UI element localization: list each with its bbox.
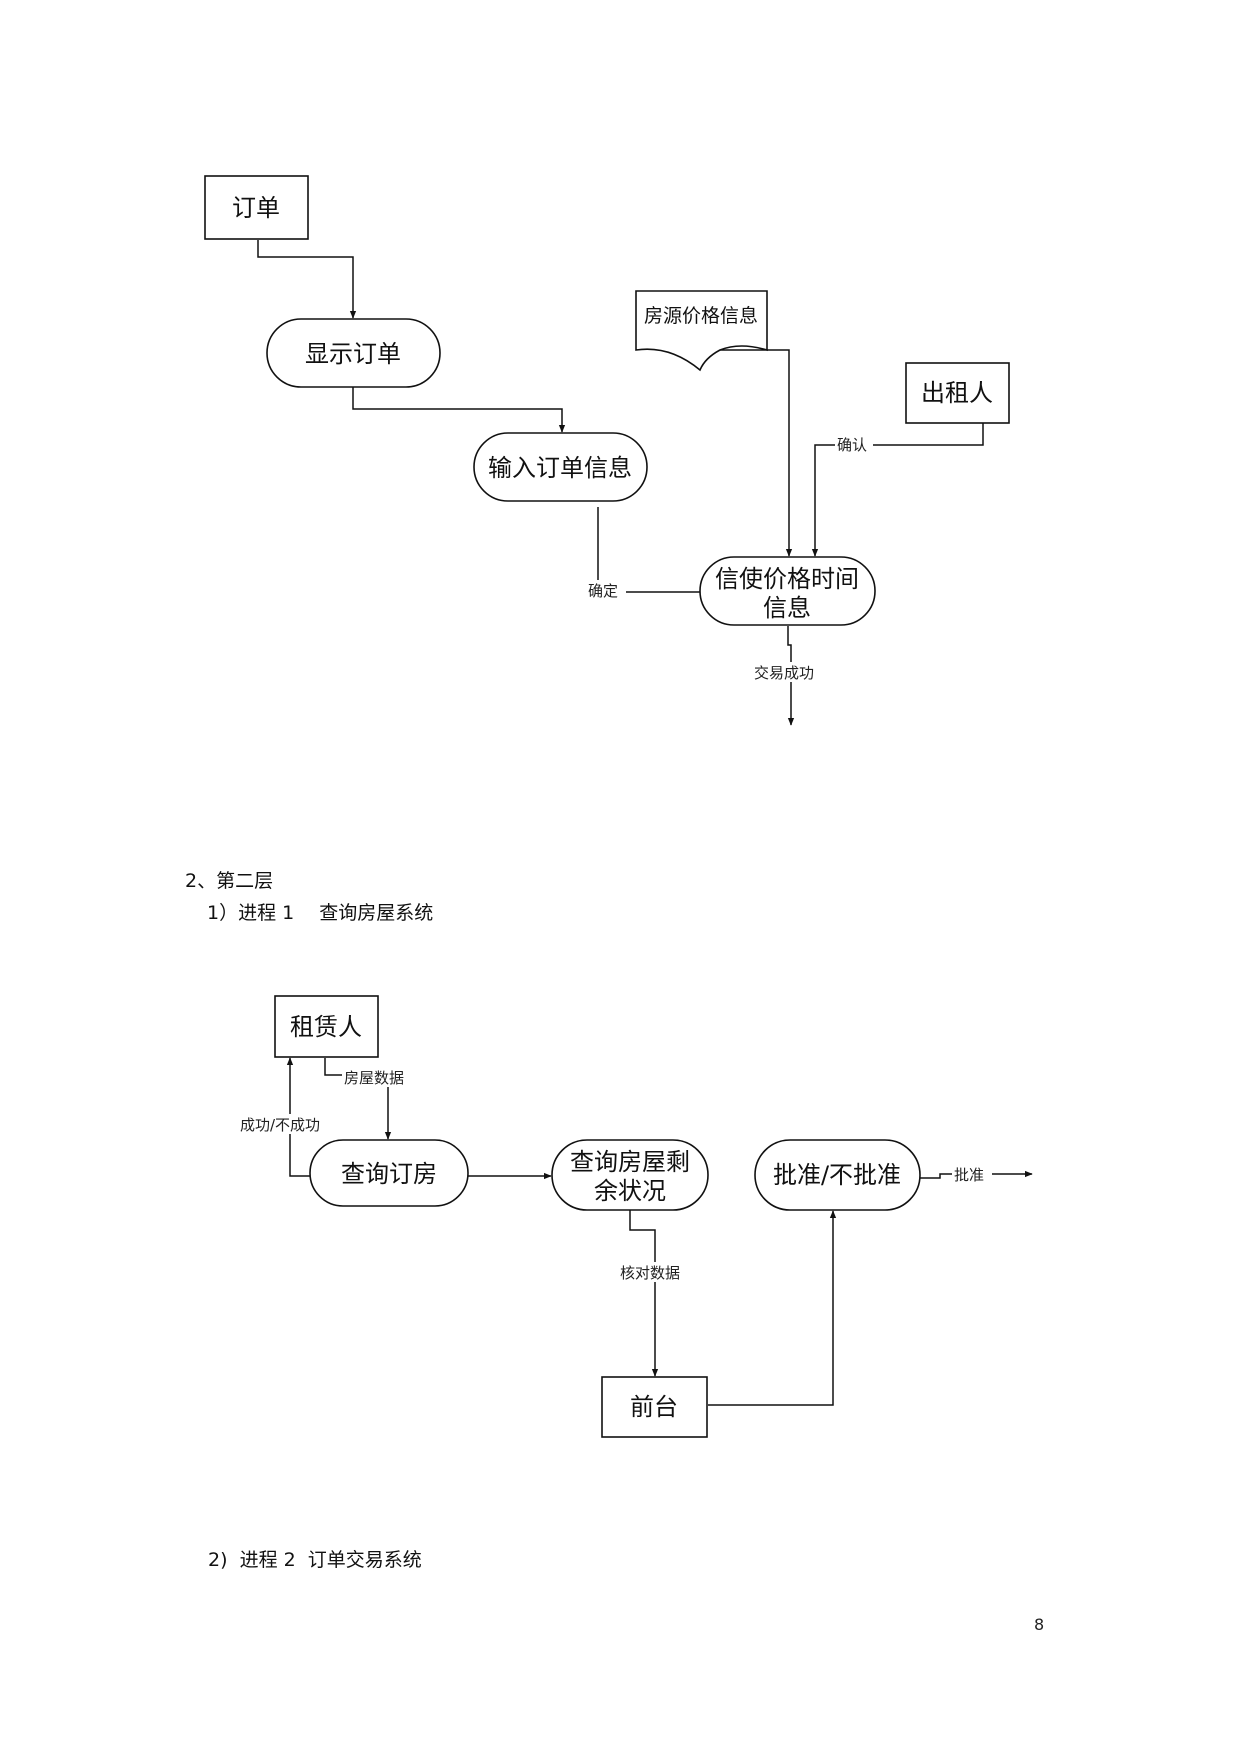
page-number: 8 [1034, 1615, 1045, 1634]
node-approve [754, 1139, 921, 1211]
edge-label-room-data: 房屋数据 [344, 1069, 404, 1087]
node-renter [274, 995, 379, 1058]
node-info [699, 556, 876, 626]
node-show-order [266, 318, 441, 388]
node-show-order-label: 显示订单 [305, 340, 401, 368]
edge-front-to-approve [708, 1210, 837, 1406]
edge-input-to-info [597, 507, 711, 596]
process1-heading: 1）进程 1 查询房屋系统 [207, 902, 434, 924]
node-landlord [905, 362, 1010, 424]
edge-rooms-to-front [629, 1210, 659, 1377]
edge-info-out [787, 626, 795, 726]
node-info-label-line1: 信使价格时间 [715, 565, 859, 593]
node-info-label-line2: 信息 [763, 594, 811, 622]
edge-label-approved: 批准 [954, 1166, 984, 1184]
edge-label-confirm-landlord: 确认 [837, 436, 867, 454]
node-query-booking-label: 查询订房 [341, 1160, 437, 1188]
edge-order-to-show [257, 240, 357, 319]
process2-heading: 2) 进程 2 订单交易系统 [208, 1549, 422, 1571]
node-input-order-label: 输入订单信息 [488, 454, 632, 482]
diagram-1: 确认 确定 交易成功 订单 显示订单 输入订单信息 房源价格信息 出租人 信使价… [204, 175, 1010, 726]
node-landlord-label: 出租人 [921, 379, 993, 407]
node-input-order [473, 432, 648, 502]
edge-query-to-renter [286, 1057, 310, 1177]
node-query-booking [309, 1139, 469, 1207]
node-order [204, 175, 309, 240]
edge-label-check-data: 核对数据 [620, 1264, 680, 1282]
edge-show-to-input [352, 387, 566, 433]
edge-label-result: 成功/不成功 [240, 1116, 320, 1134]
node-front-desk [601, 1376, 708, 1438]
node-query-rooms-label-line1: 查询房屋剩 [570, 1148, 690, 1176]
node-approve-label: 批准/不批准 [773, 1161, 901, 1189]
node-renter-label: 租赁人 [290, 1013, 362, 1041]
node-query-rooms-label-line2: 余状况 [594, 1177, 666, 1205]
node-order-label: 订单 [232, 194, 280, 222]
node-room-price-info-label: 房源价格信息 [644, 305, 758, 327]
section-level-heading: 2、第二层 [185, 870, 274, 892]
edge-landlord-to-info [811, 422, 984, 557]
edge-price-to-info [708, 349, 793, 557]
edge-label-success: 交易成功 [754, 664, 814, 682]
edge-label-confirm-input: 确定 [588, 582, 618, 600]
node-query-rooms [551, 1139, 709, 1211]
node-room-price-info [635, 290, 768, 372]
node-front-desk-label: 前台 [630, 1393, 678, 1421]
diagram-2: 房屋数据 成功/不成功 核对数据 批准 租赁人 查询订房 查询房屋剩 余状况 前… [238, 995, 1033, 1438]
